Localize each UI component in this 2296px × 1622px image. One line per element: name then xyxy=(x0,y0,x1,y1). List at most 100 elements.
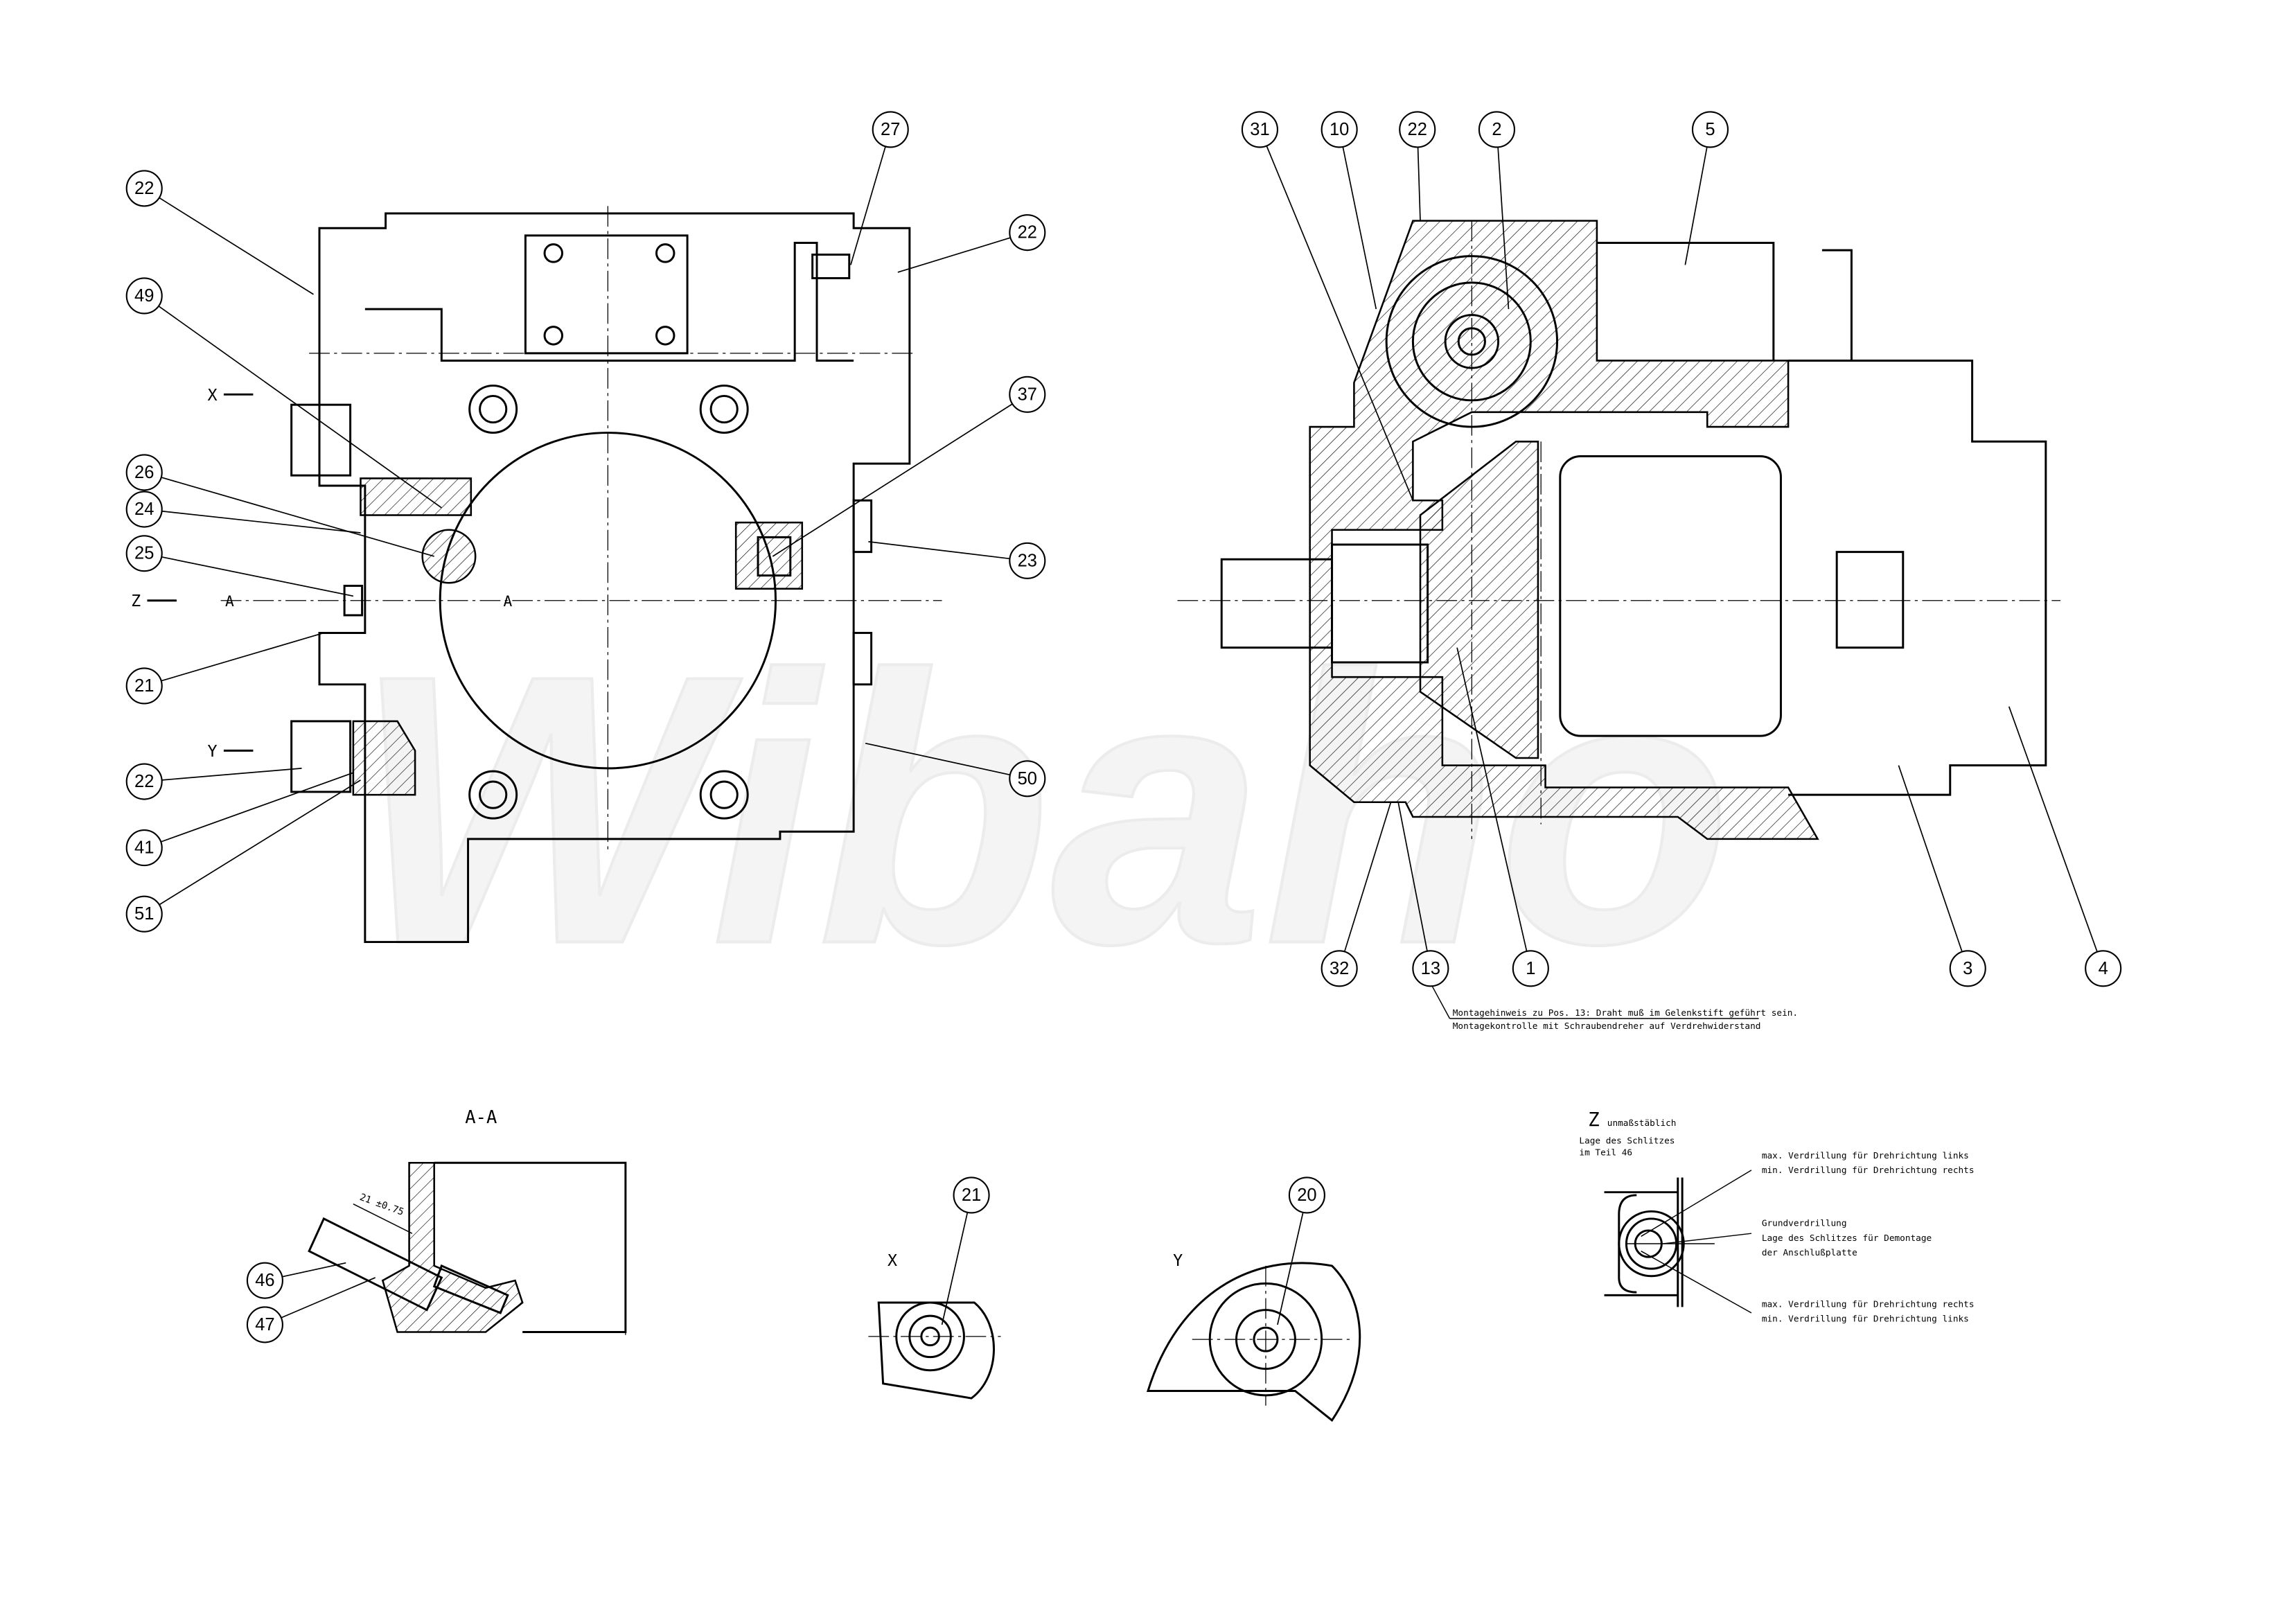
balloon-circle xyxy=(1009,376,1046,413)
z-note-slot-1: Lage des Schlitzes xyxy=(1579,1136,1675,1147)
balloon-number: 21 xyxy=(962,1185,981,1205)
balloon-number: 46 xyxy=(255,1271,274,1290)
balloon-circle xyxy=(125,763,163,800)
section-mark-a-left: A xyxy=(225,593,234,610)
balloon-number: 2 xyxy=(1492,120,1501,139)
detail-x-title: X xyxy=(888,1251,897,1270)
section-view xyxy=(1177,220,2061,840)
position-balloon: 32 xyxy=(1321,802,1392,987)
balloon-circle xyxy=(1478,111,1516,148)
balloon-circle xyxy=(1009,542,1046,579)
balloon-number: 49 xyxy=(134,286,154,306)
leader-line xyxy=(281,1277,376,1319)
leader-line xyxy=(850,146,886,265)
balloon-number: 23 xyxy=(1018,551,1037,570)
z-note-upper-2: min. Verdrillung für Drehrichtung rechts xyxy=(1762,1165,1975,1176)
position-balloon: 26 xyxy=(125,454,434,557)
leader-line xyxy=(159,779,361,906)
balloon-number: 22 xyxy=(1408,120,1427,139)
position-balloon: 20 xyxy=(1277,1176,1325,1325)
leader-line xyxy=(2008,706,2098,953)
balloon-circle xyxy=(125,667,163,705)
view-arrow-z: Z xyxy=(131,591,141,610)
balloon-number: 22 xyxy=(134,179,154,198)
position-balloon: 4 xyxy=(2008,706,2122,987)
detail-z-scale: unmaßstäblich xyxy=(1607,1118,1677,1129)
position-balloon: 25 xyxy=(125,535,354,597)
leader-line xyxy=(159,197,314,295)
position-balloon: 22 xyxy=(897,214,1046,273)
leader-line xyxy=(160,772,354,843)
position-balloon: 2 xyxy=(1478,111,1516,310)
balloon-circle xyxy=(1512,950,1549,987)
balloon-number: 51 xyxy=(134,904,154,924)
section-mark-a-right: A xyxy=(504,593,513,610)
position-balloon: 51 xyxy=(125,779,361,933)
leader-line xyxy=(161,632,324,682)
balloon-number: 4 xyxy=(2099,959,2108,978)
leader-line xyxy=(1456,647,1528,952)
view-labels: X Z Y A A A-A X Y Z unmaßstäblich 21 ±0.… xyxy=(131,385,1676,1270)
leader-line xyxy=(1397,802,1428,951)
balloon-circle xyxy=(1949,950,1986,987)
leader-line xyxy=(865,742,1011,776)
leader-line xyxy=(1684,146,1708,265)
leader-line xyxy=(161,768,302,781)
balloon-circle xyxy=(125,170,163,207)
z-note-slot-2: im Teil 46 xyxy=(1579,1148,1632,1158)
leader-line xyxy=(161,477,434,557)
balloon-number: 25 xyxy=(134,544,154,563)
balloon-circle xyxy=(246,1262,283,1299)
balloon-circle xyxy=(1412,950,1449,987)
leader-line xyxy=(1343,802,1392,952)
detail-z xyxy=(1604,1170,1752,1314)
position-balloon: 21 xyxy=(941,1176,990,1325)
z-note-upper-1: max. Verdrillung für Drehrichtung links xyxy=(1762,1151,1969,1161)
balloon-circle xyxy=(1399,111,1436,148)
balloon-number: 21 xyxy=(134,676,154,696)
balloon-circle xyxy=(125,454,163,491)
balloon-circle xyxy=(125,277,163,315)
balloon-number: 22 xyxy=(134,772,154,791)
leader-line xyxy=(161,510,361,534)
position-balloon: 10 xyxy=(1321,111,1377,310)
balloon-circle xyxy=(1321,950,1358,987)
balloon-number: 32 xyxy=(1330,959,1349,978)
balloon-number: 41 xyxy=(134,838,154,858)
position-balloon: 22 xyxy=(125,763,302,800)
balloon-number: 5 xyxy=(1705,120,1715,139)
balloon-number: 26 xyxy=(134,463,154,482)
detail-z-notes: Lage des Schlitzes im Teil 46 max. Verdr… xyxy=(1579,1136,1974,1325)
position-balloon: 22 xyxy=(125,170,314,295)
detail-y-title: Y xyxy=(1173,1251,1183,1270)
z-note-middle-1: Grundverdrillung xyxy=(1762,1219,1847,1229)
position-balloon: 37 xyxy=(772,376,1046,557)
balloon-number: 37 xyxy=(1018,385,1037,404)
leader-line xyxy=(1266,146,1414,501)
balloon-number: 50 xyxy=(1018,769,1037,788)
balloon-circle xyxy=(1009,760,1046,797)
balloon-circle xyxy=(1241,111,1279,148)
leader-line xyxy=(1497,147,1510,310)
position-balloon: 3 xyxy=(1898,765,1986,987)
balloon-circle xyxy=(1321,111,1358,148)
position-balloon: 49 xyxy=(125,277,442,509)
balloon-number: 24 xyxy=(134,500,154,519)
leader-line xyxy=(282,1262,346,1278)
leader-line xyxy=(868,540,1010,560)
z-note-middle-3: der Anschlußplatte xyxy=(1762,1248,1857,1258)
position-balloon: 27 xyxy=(850,111,909,265)
balloon-circle xyxy=(125,895,163,933)
leader-line xyxy=(897,237,1011,273)
position-balloon: 21 xyxy=(125,632,324,705)
detail-y xyxy=(1146,1262,1361,1422)
balloon-circle xyxy=(1288,1176,1325,1214)
front-view xyxy=(220,206,942,944)
z-note-lower-1: max. Verdrillung für Drehrichtung rechts xyxy=(1762,1299,1975,1310)
balloon-number: 10 xyxy=(1330,120,1349,139)
leader-line xyxy=(158,306,442,509)
position-balloon: 13 xyxy=(1397,802,1449,987)
position-balloon: 23 xyxy=(868,540,1046,579)
balloon-circle xyxy=(1009,214,1046,252)
